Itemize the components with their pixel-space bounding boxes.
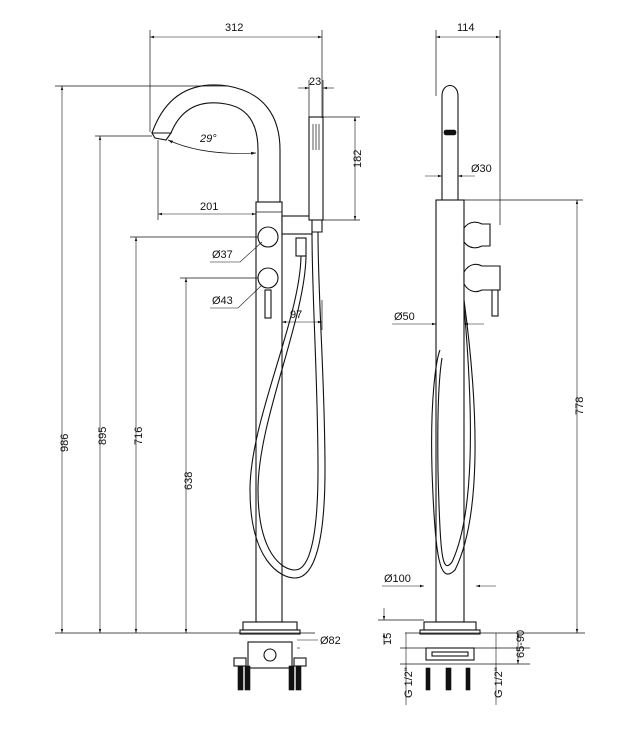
side-lower-lever xyxy=(463,263,501,293)
dim-side-floor-depth: 65-90 xyxy=(515,630,527,658)
dim-side-flange-diameter: Ø100 xyxy=(384,573,411,585)
dim-total-height: 986 xyxy=(59,434,71,452)
dim-lower-lever-height: 638 xyxy=(183,472,195,490)
side-body-column xyxy=(435,199,465,623)
mounting-bolts xyxy=(237,665,302,691)
side-mounting-bolts xyxy=(425,667,471,691)
dim-side-depth: 114 xyxy=(457,22,475,34)
dim-spout-height: 895 xyxy=(97,427,109,445)
outlet-arm xyxy=(281,215,313,235)
dim-holder-offset: 97 xyxy=(290,309,302,321)
dim-handshower-diameter: 23 xyxy=(309,76,321,88)
dim-side-body-diameter: Ø50 xyxy=(394,311,415,323)
spout-angle-arc xyxy=(167,139,257,155)
dim-total-reach: 312 xyxy=(225,22,243,34)
front-view: 29° xyxy=(55,22,364,691)
lower-lever-knob xyxy=(257,267,279,289)
side-hose-loop xyxy=(431,299,476,575)
dim-side-flange-thickness: 15 xyxy=(382,633,394,645)
dim-upper-lever-diameter: Ø37 xyxy=(212,249,233,261)
dim-lower-lever-diameter-text: Ø43 xyxy=(212,295,233,307)
body-column xyxy=(255,201,283,623)
side-upper-lever xyxy=(463,221,491,249)
upper-lever-knob xyxy=(257,226,279,248)
lower-lever-handle xyxy=(264,289,272,319)
dim-side-thread-right: G 1/2" xyxy=(493,667,505,698)
dim-side-spout-diameter: Ø30 xyxy=(471,163,492,175)
dim-spout-projection: 201 xyxy=(200,201,218,213)
base-flange xyxy=(242,621,298,631)
hose-connector xyxy=(295,237,307,257)
spout-tip xyxy=(151,132,173,141)
dim-upper-lever-height: 716 xyxy=(133,427,145,445)
hand-shower-body xyxy=(308,116,324,221)
dim-side-thread-left: G 1/2" xyxy=(403,667,415,698)
side-flange xyxy=(423,621,477,631)
dim-handshower-length: 182 xyxy=(352,150,364,168)
hose-loop xyxy=(249,231,326,579)
spout-angle-label: 29° xyxy=(199,133,217,145)
dim-side-body-height: 778 xyxy=(574,397,586,415)
dim-base-diameter: Ø82 xyxy=(320,635,341,647)
side-view: 114 Ø30 Ø50 778 Ø100 15 G 1/2" G 1/2" 65… xyxy=(378,22,586,705)
side-spout xyxy=(441,84,459,201)
